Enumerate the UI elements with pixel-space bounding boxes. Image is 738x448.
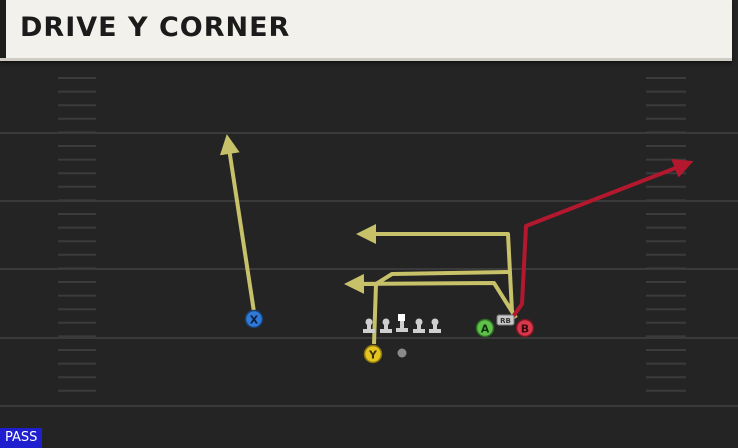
player-x-circle bbox=[244, 309, 264, 329]
lineman-lt bbox=[363, 318, 375, 333]
player-a[interactable]: A bbox=[475, 318, 495, 338]
player-a-circle bbox=[475, 318, 495, 338]
offensive-line bbox=[363, 314, 441, 333]
player-b[interactable]: B bbox=[515, 318, 535, 338]
player-y-circle bbox=[363, 344, 383, 364]
quarterback-dot bbox=[397, 348, 407, 358]
pass-badge: PASS bbox=[0, 428, 43, 448]
route-rb bbox=[344, 273, 518, 320]
player-b-label: B bbox=[521, 323, 529, 336]
route-rb-line bbox=[344, 273, 518, 320]
route-b-line bbox=[510, 159, 694, 320]
route-a-line bbox=[356, 224, 514, 313]
route-a bbox=[356, 224, 514, 313]
player-rb[interactable]: RB bbox=[496, 314, 515, 326]
player-rb-box bbox=[496, 314, 515, 326]
player-b-circle bbox=[515, 318, 535, 338]
lineman-rt bbox=[429, 318, 441, 333]
player-y-label: Y bbox=[368, 349, 378, 362]
player-y[interactable]: Y bbox=[363, 344, 383, 364]
lineman-rg bbox=[413, 318, 425, 333]
route-b bbox=[510, 159, 694, 320]
player-rb-label: RB bbox=[500, 317, 511, 325]
play-title: DRIVE Y CORNER bbox=[20, 12, 291, 43]
player-x[interactable]: X bbox=[244, 309, 264, 329]
lineman-lg bbox=[380, 318, 392, 333]
route-x-line bbox=[219, 134, 256, 313]
play-header: DRIVE Y CORNER bbox=[0, 0, 732, 61]
route-y-line-b bbox=[374, 270, 509, 286]
hash-marks bbox=[58, 77, 686, 392]
lineman-center bbox=[396, 314, 408, 332]
route-x bbox=[219, 134, 256, 313]
player-a-label: A bbox=[481, 323, 490, 336]
player-x-label: X bbox=[250, 314, 259, 327]
yard-lines bbox=[0, 132, 738, 407]
